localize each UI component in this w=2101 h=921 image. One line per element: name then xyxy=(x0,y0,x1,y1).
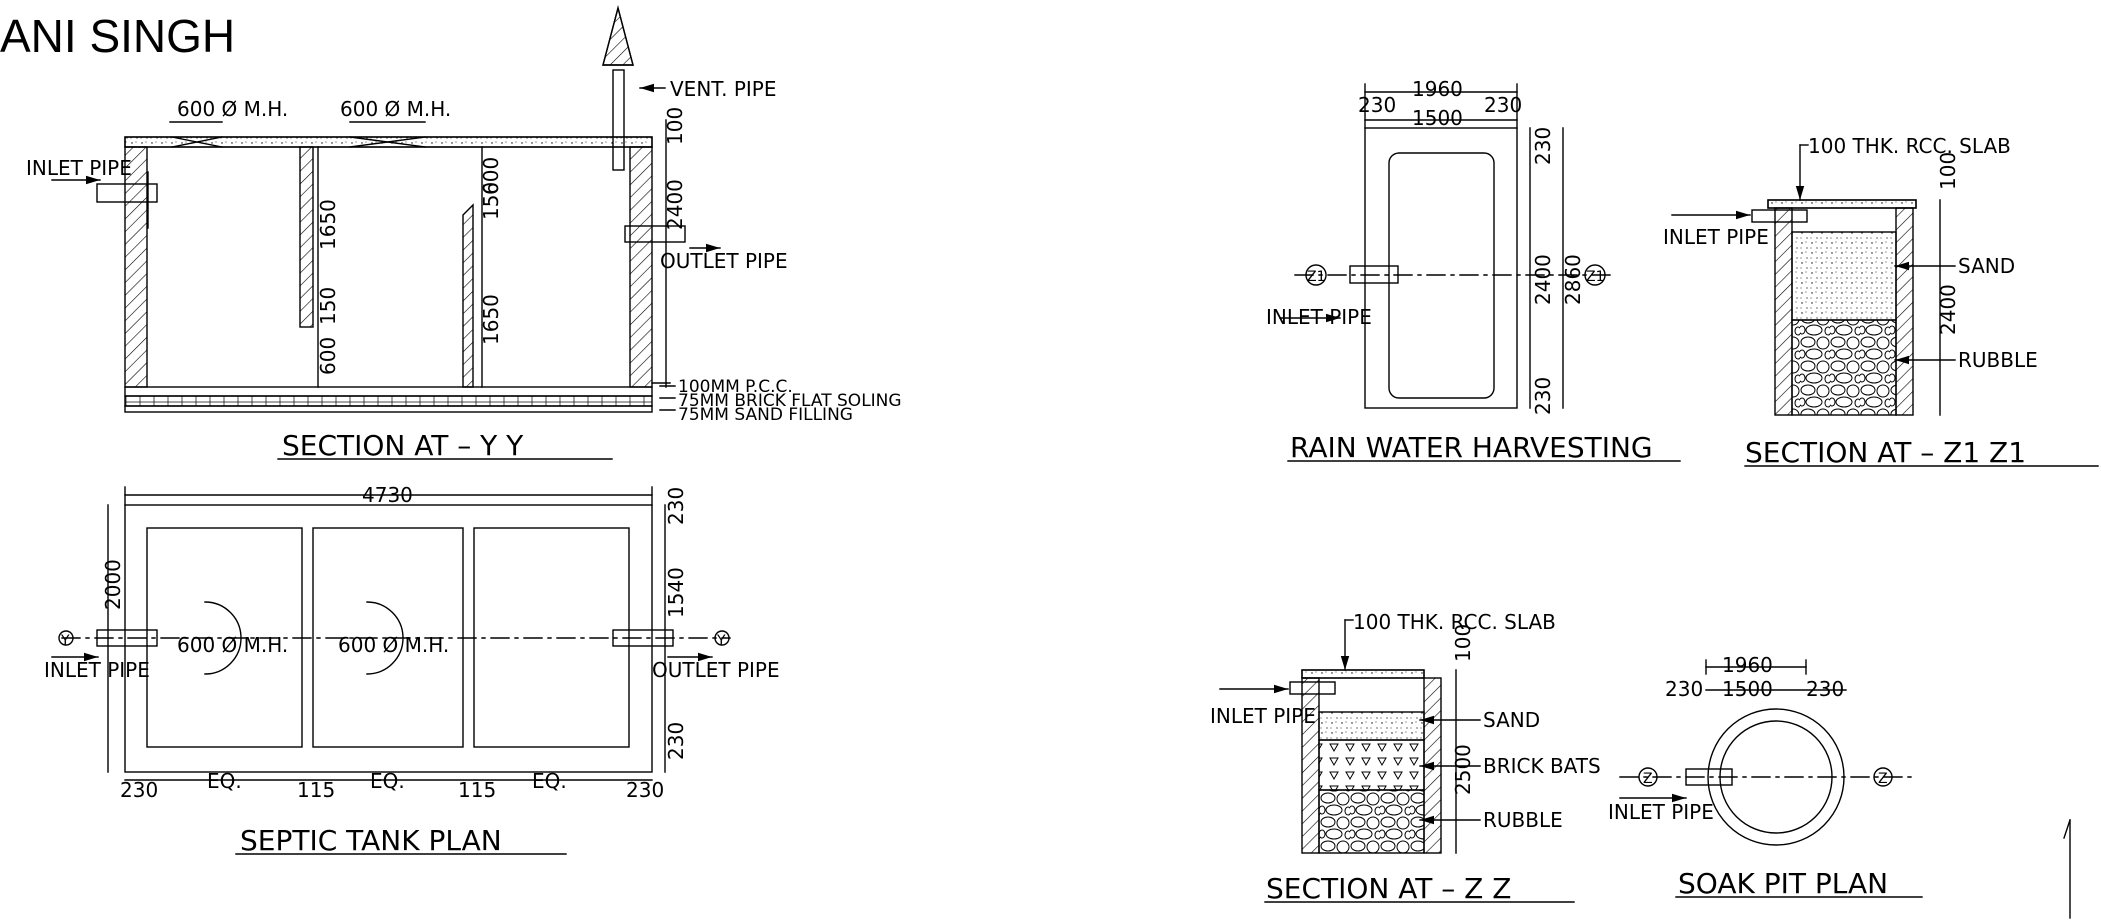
inlet-pipe-label: INLET PIPE xyxy=(26,156,132,180)
plan-outlet-pipe: OUTLET PIPE xyxy=(652,658,780,682)
plan-dim-eq-2: EQ. xyxy=(370,769,405,793)
rwh-dim-230-l: 230 xyxy=(1358,93,1396,117)
septic-plan-title: SEPTIC TANK PLAN xyxy=(240,824,502,857)
rwh-dim-230-top: 230 xyxy=(1531,127,1555,165)
plan-dim-230-r: 230 xyxy=(626,778,664,802)
section-zz-title: SECTION AT – Z Z xyxy=(1266,872,1511,905)
dim-150-a: 150 xyxy=(316,287,340,325)
soak-inlet-pipe: INLET PIPE xyxy=(1608,800,1714,824)
plan-inlet-pipe: INLET PIPE xyxy=(44,658,150,682)
soak-mark-left: Z xyxy=(1643,771,1653,787)
dim-150-b: 150 xyxy=(479,182,503,220)
zz-rubble-label: RUBBLE xyxy=(1483,808,1563,832)
plan-dim-eq-1: EQ. xyxy=(207,769,242,793)
dim-600-a: 600 xyxy=(316,337,340,375)
plan-manhole-1: 600 Ø M.H. xyxy=(177,633,288,657)
sand-filling-label: 75MM SAND FILLING xyxy=(678,405,853,425)
dim-230-top: 230 xyxy=(664,487,688,525)
manhole-label-2: 600 Ø M.H. xyxy=(340,97,451,121)
zz-inlet-pipe: INLET PIPE xyxy=(1210,704,1316,728)
dim-1650-b: 1650 xyxy=(479,294,503,345)
manhole-label-1: 600 Ø M.H. xyxy=(177,97,288,121)
soling-label: 75MM BRICK FLAT SOLING xyxy=(678,391,902,411)
plan-dim-eq-3: EQ. xyxy=(532,769,567,793)
soak-dim-230-l: 230 xyxy=(1665,677,1703,701)
rwh-dim-1500: 1500 xyxy=(1412,106,1463,130)
plan-dim-230-l: 230 xyxy=(120,778,158,802)
rwh-dim-1960: 1960 xyxy=(1412,77,1463,101)
rwh-plan xyxy=(1279,83,1681,462)
dim-1540: 1540 xyxy=(664,567,688,618)
dim-4730: 4730 xyxy=(362,483,413,507)
section-z1-labels: 100 THK. RCC. SLAB INLET PIPE SAND RUBBL… xyxy=(1663,134,2038,469)
dim-2400: 2400 xyxy=(663,179,687,230)
vent-pipe-label: VENT. PIPE xyxy=(670,77,777,101)
soak-pit-labels: 1960 230 1500 230 INLET PIPE Z Z SOAK PI… xyxy=(1608,653,1888,900)
rwh-mark-left: Z1 xyxy=(1307,269,1326,285)
dim-1650-a: 1650 xyxy=(316,199,340,250)
septic-section-labels: 600 Ø M.H. 600 Ø M.H. VENT. PIPE INLET P… xyxy=(26,77,902,462)
rwh-dim-230-r: 230 xyxy=(1484,93,1522,117)
soak-pit-title: SOAK PIT PLAN xyxy=(1678,867,1888,900)
section-zz xyxy=(1219,619,1575,903)
rwh-mark-right: Z1 xyxy=(1586,269,1605,285)
plan-dim-115-1: 115 xyxy=(297,778,335,802)
septic-section-yy xyxy=(51,5,721,460)
plan-manhole-2: 600 Ø M.H. xyxy=(338,633,449,657)
section-z1 xyxy=(1671,144,2099,467)
septic-plan-labels: 4730 2000 230 1540 230 600 Ø M.H. 600 Ø … xyxy=(44,483,780,857)
rwh-dim-2860: 2860 xyxy=(1561,254,1585,305)
z1-dim-2400: 2400 xyxy=(1936,284,1960,335)
rwh-inlet-pipe: INLET PIPE xyxy=(1266,305,1372,329)
soak-pit-plan xyxy=(1619,659,1923,898)
author-name: ANI SINGH xyxy=(0,10,235,62)
pcc-label: 100MM P.C.C. xyxy=(678,377,793,397)
rwh-dim-2400: 2400 xyxy=(1531,254,1555,305)
zz-slab-label: 100 THK. RCC. SLAB xyxy=(1353,610,1556,634)
zz-brick-bats-label: BRICK BATS xyxy=(1483,754,1601,778)
z1-sand-label: SAND xyxy=(1958,254,2015,278)
outlet-pipe-label: OUTLET PIPE xyxy=(660,249,788,273)
z1-dim-100: 100 xyxy=(1936,152,1960,190)
zz-dim-2500: 2500 xyxy=(1451,744,1475,795)
soak-dim-1500: 1500 xyxy=(1722,677,1773,701)
soak-dim-230-r: 230 xyxy=(1806,677,1844,701)
rwh-labels: 1960 230 1500 230 230 2400 2860 230 INLE… xyxy=(1266,77,1653,464)
north-arrow xyxy=(2063,819,2071,919)
z1-slab-label: 100 THK. RCC. SLAB xyxy=(1808,134,2011,158)
rwh-title: RAIN WATER HARVESTING xyxy=(1290,431,1653,464)
section-z1-title: SECTION AT – Z1 Z1 xyxy=(1745,436,2026,469)
plan-section-mark-right: Y xyxy=(716,633,726,649)
soak-mark-right: Z xyxy=(1878,771,1888,787)
zz-sand-label: SAND xyxy=(1483,708,1540,732)
plan-dim-115-2: 115 xyxy=(458,778,496,802)
section-zz-labels: 100 THK. RCC. SLAB INLET PIPE SAND BRICK… xyxy=(1210,610,1601,905)
dim-600-b: 600 xyxy=(479,157,503,195)
zz-dim-100: 100 xyxy=(1451,624,1475,662)
dim-2000: 2000 xyxy=(101,559,125,610)
dim-230-bot: 230 xyxy=(664,722,688,760)
rwh-dim-230-bot: 230 xyxy=(1531,377,1555,415)
soak-dim-1960: 1960 xyxy=(1722,653,1773,677)
dim-100: 100 xyxy=(663,107,687,145)
septic-plan xyxy=(51,486,731,855)
section-yy-title: SECTION AT – Y Y xyxy=(282,429,524,462)
z1-rubble-label: RUBBLE xyxy=(1958,348,2038,372)
z1-inlet-pipe: INLET PIPE xyxy=(1663,225,1769,249)
plan-section-mark-left: Y xyxy=(60,633,70,649)
